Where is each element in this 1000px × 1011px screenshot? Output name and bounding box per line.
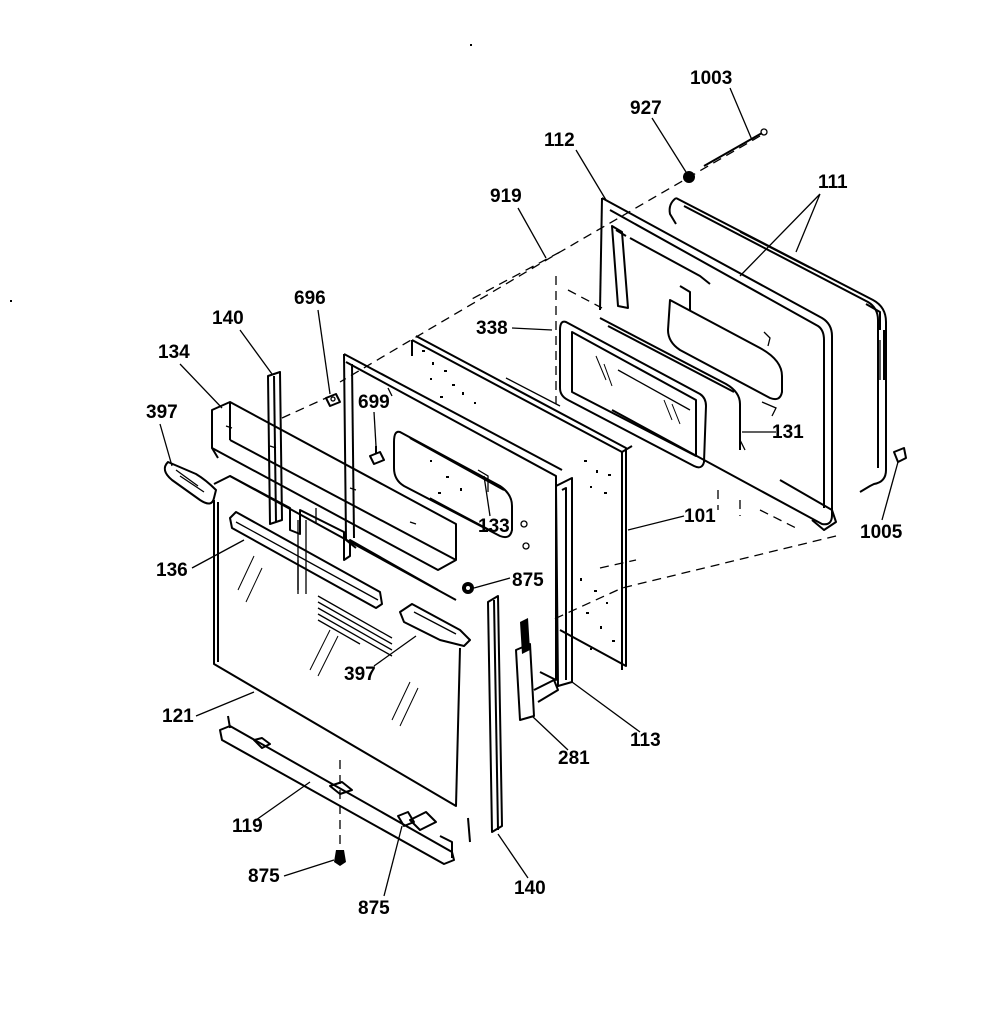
part-696-screw	[325, 393, 341, 407]
part-699-screw	[369, 446, 385, 465]
part-121-outer-door-glass	[213, 500, 461, 807]
callout-140-upper: 140	[212, 308, 244, 329]
callout-133: 133	[478, 516, 510, 537]
callout-113: 113	[630, 730, 661, 751]
part-281-hinge	[515, 618, 559, 721]
leader-lines	[159, 87, 899, 897]
part-875-screw-lower-right	[397, 811, 415, 827]
callout-1003: 1003	[690, 68, 732, 89]
part-119-bottom-channel	[219, 715, 471, 865]
part-140-left-hinge-bracket	[267, 371, 327, 525]
callout-281: 281	[558, 748, 590, 769]
part-101-glass-panel	[411, 335, 633, 670]
part-1003-screw	[703, 128, 768, 167]
part-397-right-handle-endcap	[399, 603, 471, 647]
callout-875-lower-left: 875	[248, 866, 280, 887]
callout-875-upper: 875	[512, 570, 544, 591]
part-875-screw-lower-left	[334, 850, 346, 866]
part-134-vent-trim	[211, 401, 457, 601]
speckle-texture	[422, 350, 615, 650]
part-136-door-handle	[229, 511, 383, 609]
callout-397-left: 397	[146, 402, 178, 423]
part-338-dashed-insulation	[551, 276, 837, 621]
callout-131: 131	[772, 422, 804, 443]
callout-919: 919	[490, 186, 522, 207]
callout-338: 338	[476, 318, 508, 339]
callout-119: 119	[232, 816, 263, 837]
assembly-axis-line	[339, 135, 761, 383]
part-397-left-handle-endcap	[163, 461, 217, 505]
part-111-outer-door-panel	[668, 197, 887, 493]
part-112-inner-door-frame	[599, 197, 837, 531]
callout-136: 136	[156, 560, 188, 581]
part-131-inner-window-frame	[559, 317, 741, 469]
vent-hatching	[317, 595, 393, 657]
callout-699: 699	[358, 392, 390, 413]
callout-1005: 1005	[860, 522, 903, 543]
callout-140-lower: 140	[514, 878, 546, 899]
part-875-screw-upper	[462, 582, 474, 594]
callout-112: 112	[544, 130, 575, 151]
callout-121: 121	[162, 706, 194, 727]
part-113-side-channel	[555, 477, 573, 687]
callout-397-right: 397	[344, 664, 376, 685]
callout-875-lower-right: 875	[358, 898, 390, 919]
callout-696: 696	[294, 288, 326, 309]
part-1005-clip	[893, 447, 907, 463]
callout-101: 101	[684, 506, 716, 527]
part-140-right-trim-strip	[487, 595, 503, 833]
callout-111: 111	[818, 172, 848, 193]
callout-134: 134	[158, 342, 190, 363]
callout-927: 927	[630, 98, 662, 119]
callout-labels: 1003 927 112 111 919 696 140 134 338 699…	[146, 68, 903, 919]
